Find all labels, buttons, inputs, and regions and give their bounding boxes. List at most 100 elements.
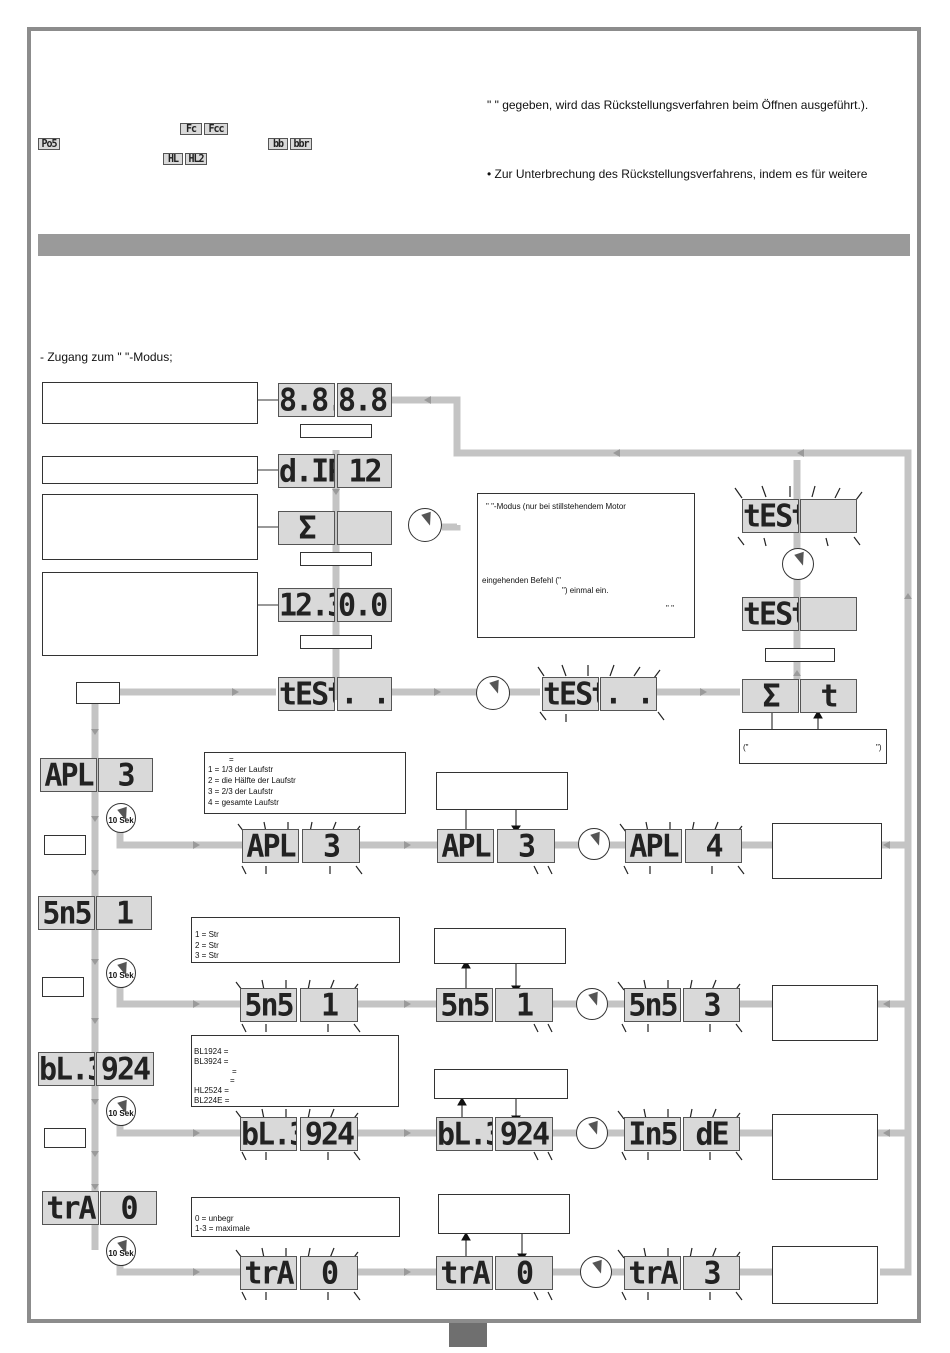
display-bl-b3-right: dE: [683, 1117, 740, 1151]
display-apl-b3-right: 4: [685, 829, 742, 863]
bl-desc-0: BL1924 =: [194, 1047, 229, 1056]
display-bl-b1-left: bL.3: [240, 1117, 297, 1151]
bl-desc-3: =: [230, 1076, 235, 1085]
display-3-left: Σ: [278, 511, 335, 545]
sns-key-box: [434, 928, 566, 964]
display-2-right: 12: [337, 454, 392, 488]
sns-desc-0: 1 = Str: [195, 930, 219, 939]
apl-desc-box: = 1 = 1/3 der Laufstr 2 = die Hälfte der…: [204, 752, 406, 814]
tra-key-box: [438, 1194, 570, 1234]
desc-box-4: [42, 572, 258, 656]
code-fcc: Fcc: [204, 123, 228, 135]
display-apl-b2-right: 3: [497, 829, 555, 863]
page-number-tab: [449, 1323, 487, 1347]
bl-result-box: [772, 1114, 878, 1180]
display-bl-b2-left: bL.3: [436, 1117, 493, 1151]
paren-right: "): [876, 743, 882, 752]
section-header-bar: [38, 234, 910, 256]
display-apl-left-a: APL: [40, 758, 97, 792]
display-test-right-mid-right: [800, 597, 857, 631]
label-tag-2: [300, 552, 372, 566]
display-4-right: 0.0.0: [337, 588, 392, 622]
timer-icon: [476, 676, 510, 710]
display-apl-b1-right: 3: [302, 829, 360, 863]
apl-desc-1: 1 = 1/3 der Laufstr: [208, 765, 274, 774]
intro-text: - Zugang zum " "-Modus;: [40, 350, 173, 364]
top-right-line1: " " gegeben, wird das Rückstellungsverfa…: [487, 98, 869, 112]
tra-desc-0: 0 = unbegr: [195, 1214, 234, 1223]
key-tag-apl: [44, 835, 86, 855]
info-line-1: " "-Modus (nur bei stillstehendem Motor: [486, 502, 626, 511]
display-tra-b3-right: 3: [683, 1256, 740, 1290]
display-apl-b3-left: APL: [625, 829, 682, 863]
bl-desc-1: BL3924 =: [194, 1057, 229, 1066]
desc-box-2: [42, 456, 258, 484]
display-tra-left-b: 0: [100, 1191, 157, 1225]
code-pos: Po5: [38, 138, 60, 150]
display-tra-b2-right: 0: [495, 1256, 553, 1290]
display-test-right-top-right: [800, 499, 857, 533]
display-bl-left-a: bL.3: [38, 1052, 95, 1086]
timer-10s-icon: 10 Sek: [106, 803, 136, 833]
display-apl-left-b: 3: [98, 758, 153, 792]
timer-icon: [408, 508, 442, 542]
timer-icon: [576, 988, 608, 1020]
timer-10s-icon: 10 Sek: [106, 1236, 136, 1266]
info-box: " "-Modus (nur bei stillstehendem Motor …: [477, 493, 695, 638]
paren-box: (" "): [739, 729, 887, 764]
display-4-left: 12.3: [278, 588, 335, 622]
label-tag-1: [300, 424, 372, 438]
display-test-blink-right: . . .: [600, 677, 657, 711]
sns-desc-box: 1 = Str 2 = Str 3 = Str: [191, 917, 400, 963]
display-apl-b1-left: APL: [242, 829, 299, 863]
bl-desc-5: BL224E =: [194, 1096, 230, 1105]
display-bl-left-b: 924: [96, 1052, 154, 1086]
code-bbr: bbr: [290, 138, 312, 150]
display-et-left: Σ: [742, 679, 799, 713]
display-tra-b2-left: trA: [436, 1256, 493, 1290]
apl-desc-4: 4 = gesamte Laufstr: [208, 798, 279, 807]
apl-key-box: [436, 772, 568, 810]
apl-result-box: [772, 823, 882, 879]
display-sns-left-a: 5n5: [38, 896, 95, 930]
display-tra-b3-left: trA: [624, 1256, 681, 1290]
display-3-right: [337, 511, 392, 545]
info-line-4: " ": [666, 604, 674, 613]
display-et-right: t: [800, 679, 857, 713]
apl-desc-0: =: [229, 755, 234, 764]
key-tag-sns: [42, 977, 84, 997]
sns-result-box: [772, 985, 878, 1041]
display-bl-b1-right: 924: [300, 1117, 358, 1151]
key-tag-test: [76, 682, 120, 704]
tra-desc-1: 1-3 = maximale: [195, 1224, 250, 1233]
sns-desc-1: 2 = Str: [195, 941, 219, 950]
desc-box-3: [42, 494, 258, 560]
code-bb: bb: [268, 138, 288, 150]
timer-icon: [782, 548, 814, 580]
label-tag-4: [765, 648, 835, 662]
display-1-left: 8.8.8.: [278, 383, 335, 417]
bl-key-box: [434, 1069, 568, 1099]
paren-left: (": [743, 743, 749, 752]
page-frame: [27, 27, 921, 1323]
apl-desc-3: 3 = 2/3 der Laufstr: [208, 787, 274, 796]
display-sns-b3-left: 5n5: [624, 988, 681, 1022]
code-hl2: HL2: [185, 153, 207, 165]
display-apl-b2-left: APL: [437, 829, 494, 863]
display-sns-b3-right: 3: [683, 988, 740, 1022]
info-line-3: ") einmal ein.: [562, 586, 609, 595]
timer-icon: [580, 1256, 612, 1288]
display-sns-b1-right: 1: [300, 988, 358, 1022]
bl-desc-4: HL2524 =: [194, 1086, 229, 1095]
code-hl: HL: [163, 153, 183, 165]
timer-icon: [576, 1117, 608, 1149]
display-sns-b2-left: 5n5: [436, 988, 493, 1022]
display-bl-b3-left: In5: [624, 1117, 681, 1151]
tra-desc-box: 0 = unbegr 1-3 = maximale: [191, 1197, 400, 1237]
timer-10s-icon: 10 Sek: [106, 1096, 136, 1126]
display-test-right: . . .: [337, 677, 392, 711]
display-1-right: 8.8.8.: [337, 383, 392, 417]
